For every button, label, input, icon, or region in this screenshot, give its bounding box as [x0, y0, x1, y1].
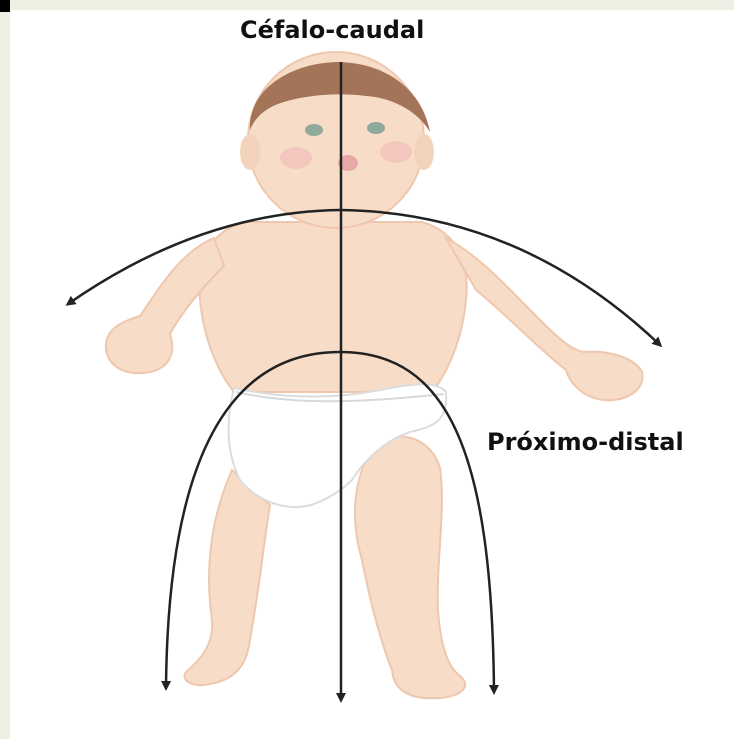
baby-right-eye [367, 122, 385, 134]
baby-torso [199, 222, 466, 392]
baby-illustration [106, 52, 643, 698]
baby-left-eye [305, 124, 323, 136]
baby-left-ear [240, 134, 260, 170]
baby-right-cheek [380, 141, 412, 163]
baby-left-cheek [280, 147, 312, 169]
baby-left-leg [184, 470, 270, 685]
baby-right-leg [355, 436, 465, 698]
baby-right-ear [414, 134, 434, 170]
proximodistal-label: Próximo-distal [487, 428, 684, 456]
cephalocaudal-label: Céfalo-caudal [240, 16, 424, 44]
